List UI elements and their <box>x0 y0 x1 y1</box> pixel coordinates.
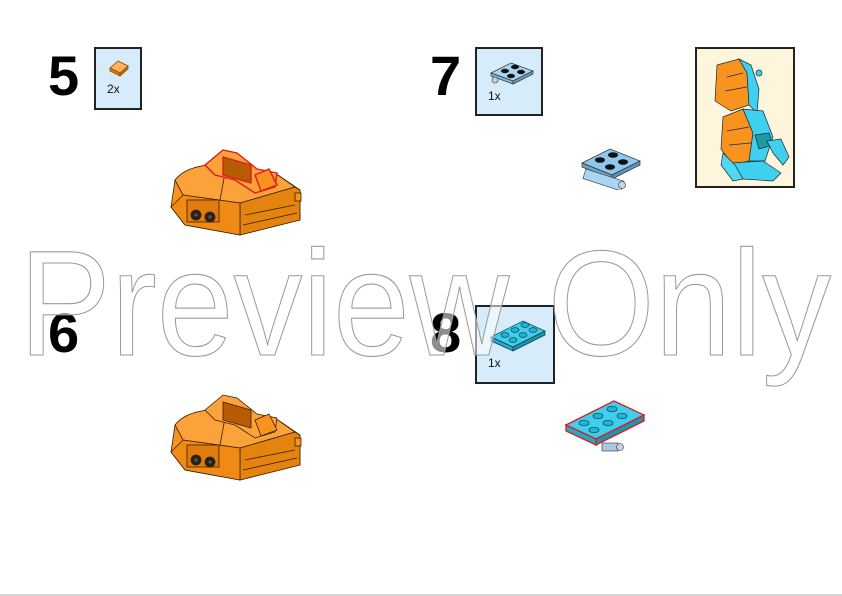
part-quantity: 1x <box>488 89 501 103</box>
orange-slope-brick-icon <box>109 60 129 77</box>
step-6-orange-assembly <box>170 394 302 481</box>
arm-claw-preview <box>714 58 790 182</box>
assembly-preview-callout <box>695 47 795 188</box>
hinge-plate-2x2-icon <box>490 62 534 85</box>
part-quantity: 2x <box>107 82 120 96</box>
step-7-hinge-plate <box>581 148 641 190</box>
azure-plate-2x3-icon <box>490 320 546 352</box>
parts-list-step-7: 1x <box>475 47 543 116</box>
part-quantity: 1x <box>488 356 501 370</box>
parts-list-step-8: 1x <box>475 305 555 384</box>
parts-list-step-5: 2x <box>94 47 142 110</box>
step-number-8: 8 <box>430 301 462 364</box>
step-number-5: 5 <box>48 44 80 107</box>
step-5-orange-assembly <box>170 149 302 236</box>
step-number-7: 7 <box>430 44 462 107</box>
step-number-6: 6 <box>48 301 80 364</box>
step-8-azure-plate-on-hinge <box>564 400 646 452</box>
